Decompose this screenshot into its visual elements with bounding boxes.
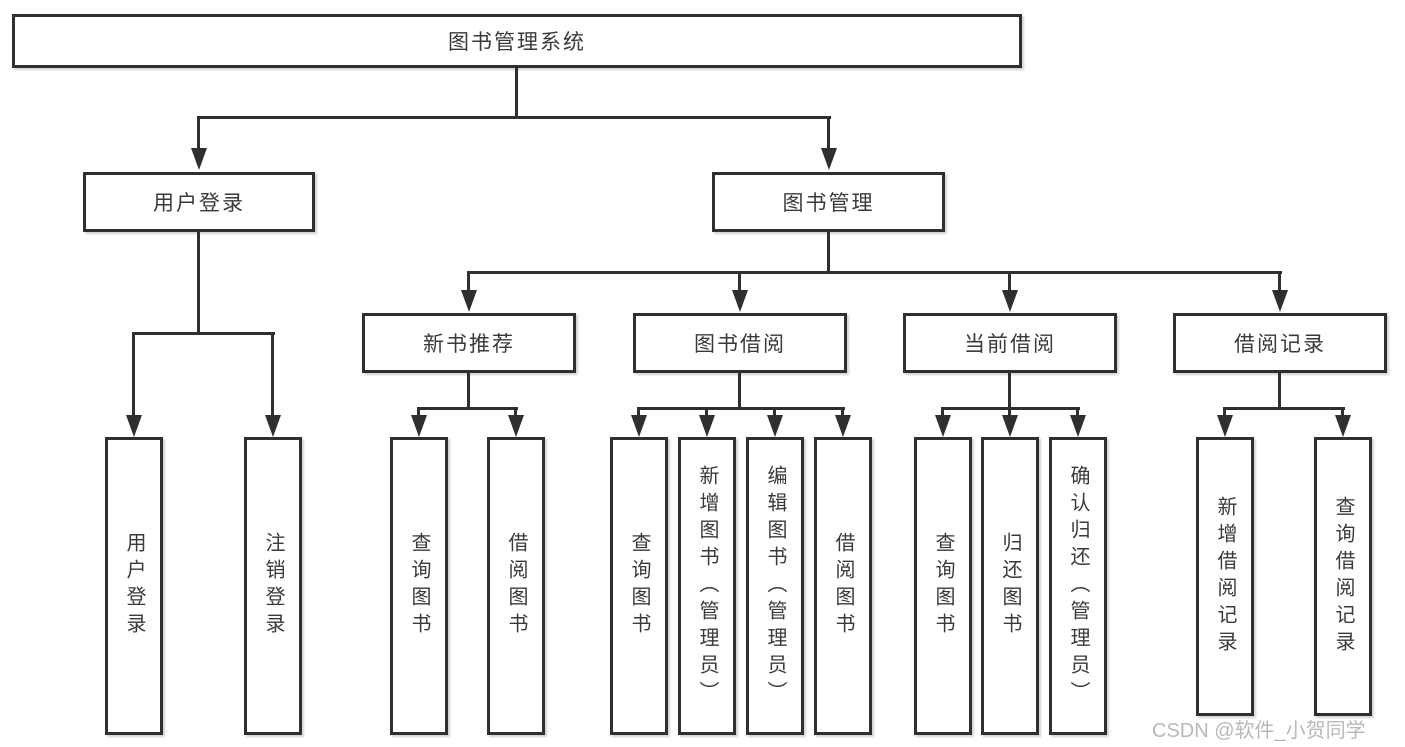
node-borrow-records: 借阅记录: [1173, 313, 1387, 373]
arrow-down-icon: [461, 290, 477, 312]
leaf-label: 新增借阅记录: [1214, 495, 1236, 658]
leaf-label: 注销登录: [262, 532, 284, 640]
connector: [738, 271, 741, 291]
arrow-down-icon: [265, 415, 281, 437]
arrow-down-icon: [732, 290, 748, 312]
connector: [827, 116, 830, 150]
connector: [197, 116, 200, 150]
arrow-down-icon: [1070, 415, 1086, 437]
arrow-down-icon: [821, 148, 837, 170]
connector: [197, 116, 831, 119]
leaf-user-login: 用户登录: [105, 437, 163, 735]
arrow-down-icon: [1217, 415, 1233, 437]
connector: [514, 407, 517, 417]
node-book-management: 图书管理: [712, 172, 945, 232]
connector: [515, 68, 518, 118]
arrow-down-icon: [935, 415, 951, 437]
connector: [705, 407, 708, 417]
node-user-login: 用户登录: [83, 172, 315, 232]
leaf-borrow-book-recommend: 借阅图书: [487, 437, 545, 735]
connector: [1223, 407, 1226, 417]
connector: [1008, 407, 1011, 417]
connector: [132, 332, 275, 335]
node-book-borrow: 图书借阅: [633, 313, 847, 373]
leaf-borrow-book: 借阅图书: [814, 437, 872, 735]
leaf-query-book-borrow: 查询图书: [610, 437, 668, 735]
leaf-query-book-current: 查询图书: [914, 437, 972, 735]
connector: [738, 373, 741, 410]
leaf-query-borrow-record: 查询借阅记录: [1314, 437, 1372, 716]
connector: [1278, 373, 1281, 410]
leaf-return-book: 归还图书: [981, 437, 1039, 735]
leaf-label: 查询图书: [408, 532, 430, 640]
connector: [467, 271, 1282, 274]
arrow-down-icon: [411, 415, 427, 437]
leaf-label: 查询借阅记录: [1332, 495, 1354, 658]
connector: [1008, 271, 1011, 291]
connector: [1278, 271, 1281, 291]
arrow-down-icon: [508, 415, 524, 437]
leaf-label: 确认归还（管理员）: [1067, 464, 1089, 708]
connector: [773, 407, 776, 417]
connector: [1223, 407, 1345, 410]
connector: [271, 332, 274, 415]
connector: [467, 271, 470, 291]
leaf-confirm-return-admin: 确认归还（管理员）: [1049, 437, 1107, 735]
node-current-borrow: 当前借阅: [903, 313, 1117, 373]
node-new-book-recommend: 新书推荐: [362, 313, 576, 373]
leaf-edit-book-admin: 编辑图书（管理员）: [746, 437, 804, 735]
leaf-add-borrow-record: 新增借阅记录: [1196, 437, 1254, 716]
arrow-down-icon: [767, 415, 783, 437]
connector: [637, 407, 640, 417]
arrow-down-icon: [191, 148, 207, 170]
leaf-label: 借阅图书: [832, 532, 854, 640]
arrow-down-icon: [1002, 290, 1018, 312]
arrow-down-icon: [1002, 415, 1018, 437]
connector: [841, 407, 844, 417]
leaf-label: 编辑图书（管理员）: [764, 464, 786, 708]
connector: [132, 332, 135, 415]
leaf-label: 新增图书（管理员）: [696, 464, 718, 708]
connector: [637, 407, 845, 410]
connector: [417, 407, 518, 410]
leaf-query-book-recommend: 查询图书: [390, 437, 448, 735]
arrow-down-icon: [699, 415, 715, 437]
arrow-down-icon: [835, 415, 851, 437]
connector: [941, 407, 944, 417]
leaf-logout-login: 注销登录: [244, 437, 302, 735]
leaf-label: 归还图书: [999, 532, 1021, 640]
csdn-watermark: CSDN @软件_小贺同学: [1152, 720, 1366, 742]
leaf-label: 查询图书: [932, 532, 954, 640]
connector: [1008, 373, 1011, 410]
leaf-label: 查询图书: [628, 532, 650, 640]
node-root: 图书管理系统: [12, 14, 1022, 68]
arrow-down-icon: [126, 415, 142, 437]
connector: [417, 407, 420, 417]
connector: [197, 232, 200, 334]
arrow-down-icon: [1272, 290, 1288, 312]
connector: [1076, 407, 1079, 417]
connector: [1341, 407, 1344, 417]
arrow-down-icon: [1335, 415, 1351, 437]
arrow-down-icon: [631, 415, 647, 437]
leaf-add-book-admin: 新增图书（管理员）: [678, 437, 736, 735]
connector: [827, 232, 830, 274]
leaf-label: 用户登录: [123, 532, 145, 640]
leaf-label: 借阅图书: [505, 532, 527, 640]
connector: [467, 373, 470, 410]
